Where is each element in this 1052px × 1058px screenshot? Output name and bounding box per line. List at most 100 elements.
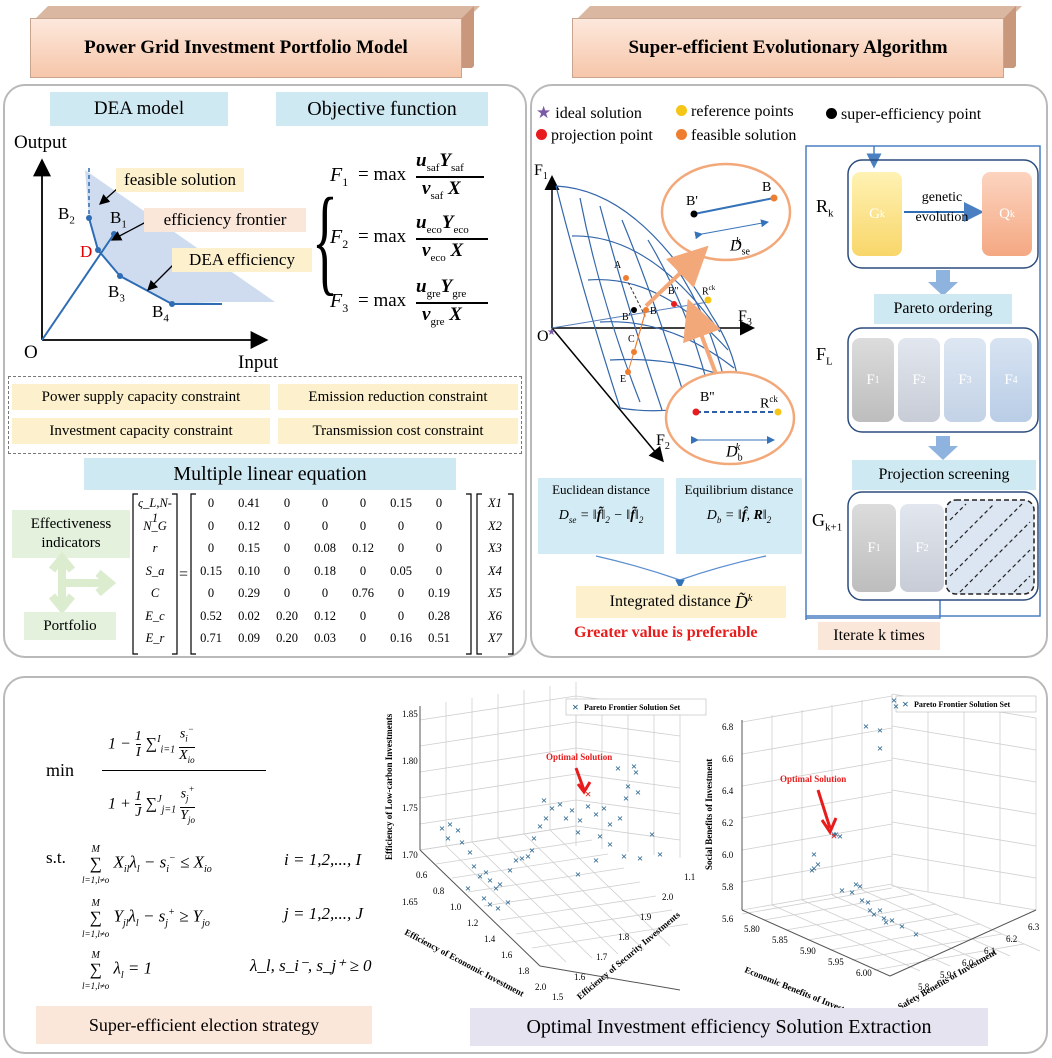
constraint-emission: Emission reduction constraint: [278, 384, 518, 410]
grid-line: [451, 853, 609, 879]
scatter-point: ×: [563, 813, 569, 825]
y-tick-label: 6.2: [1006, 934, 1017, 944]
scatter-point: ×: [487, 899, 493, 911]
gk1-box: [847, 491, 1039, 601]
y-tick-label: 1.5: [552, 992, 564, 1002]
z-tick-label: 6.6: [722, 754, 734, 764]
y-tick-label: 6.1: [984, 946, 995, 956]
dea-point-b4: B4: [152, 302, 169, 325]
matrix-cell: 0.05: [390, 563, 412, 578]
grid-line: [831, 894, 981, 962]
z-tick-label: 5.6: [722, 914, 734, 924]
optimal-point: ×: [585, 787, 592, 801]
dea-feasible-label: feasible solution: [116, 168, 244, 192]
scatter-point: ×: [495, 903, 501, 915]
scatter-point: ×: [837, 831, 843, 843]
scatter-point: ×: [859, 895, 865, 907]
zoom1-d: Dsek: [730, 236, 750, 258]
z-tick-label: 6.4: [722, 786, 734, 796]
algo-origin: O: [537, 328, 549, 345]
algo-point-bp: B': [622, 312, 631, 323]
scatter-point: ×: [809, 865, 815, 877]
equil-box: Equilibrium distance Db = ‖f̂, R‖2: [676, 478, 802, 554]
election-label: Super-efficient election strategy: [36, 1006, 372, 1044]
matrix-cell: 0.71: [200, 631, 222, 645]
dea-point-b1: B1: [110, 208, 127, 231]
grid-line: [741, 695, 893, 723]
x-tick-label: 0.6: [416, 870, 428, 880]
algo-f2-label: F2: [656, 432, 670, 453]
matrix-row-label: r: [152, 541, 158, 555]
scatter-point: ×: [871, 909, 877, 921]
y-axis-label: Safety Benefits of Investment: [896, 947, 998, 1012]
algo-point-e: E: [620, 374, 627, 385]
y-tick-label: 1.9: [640, 912, 652, 922]
matrix-cell: 0: [435, 496, 443, 510]
grid-line: [891, 725, 1037, 751]
optimal-arrow: [816, 789, 838, 836]
euclid-label: Euclidean distance: [552, 482, 650, 497]
header-left-title: Power Grid Investment Portfolio Model: [84, 37, 408, 58]
scatter-point: ×: [637, 853, 643, 865]
grid-line: [419, 773, 577, 799]
scatter-point: ×: [477, 871, 483, 883]
matrix-cell: 0.12: [238, 518, 260, 533]
z-tick-label: 6.8: [722, 722, 734, 732]
scatter-point: ×: [883, 917, 889, 929]
scatter-point: ×: [625, 781, 631, 793]
scatter-point: ×: [525, 851, 531, 863]
constraint-transmission: Transmission cost constraint: [278, 418, 518, 444]
matrix-cell: 0: [207, 496, 215, 510]
matrix-row-label: C: [150, 586, 160, 600]
matrix-row-label: N_G: [143, 518, 167, 533]
y-tick-label: 1.8: [618, 932, 630, 942]
scatter-point: ×: [459, 837, 465, 849]
grid-line: [891, 789, 1037, 815]
grid-line: [741, 883, 893, 911]
legend-label: Pareto Frontier Solution Set: [584, 703, 681, 712]
scatter-point: ×: [881, 913, 887, 925]
scatter-point: ×: [867, 905, 873, 917]
matrix-cell: 0.12: [352, 541, 374, 555]
matrix-cell: 0: [283, 563, 291, 578]
z-tick-label: 1.70: [402, 850, 418, 860]
matrix-cell: 0: [321, 518, 329, 533]
euclid-box: Euclidean distance Dse = ‖f̃‖2 − ‖f̃‖2: [538, 478, 664, 554]
scatter-point: ×: [447, 819, 453, 831]
scatter-point: ×: [891, 695, 897, 707]
extraction-label: Optimal Investment efficiency Solution E…: [470, 1008, 988, 1046]
matrix-var: X5: [488, 586, 502, 600]
objective-f1: F1 = max usafYsaf vsaf X: [330, 150, 520, 210]
election-c3-rhs: λ_l, s_i⁻, s_j⁺ ≥ 0: [250, 956, 372, 975]
z-tick-label: 1.80: [402, 756, 418, 766]
matrix-cell: 0.15: [390, 496, 412, 510]
grid-line: [829, 923, 981, 951]
grid-line: [785, 903, 937, 931]
scatter-point: ×: [531, 833, 537, 845]
matrix-cell: 0.41: [238, 496, 260, 510]
equil-label: Equilibrium distance: [684, 482, 794, 497]
scatter-point: ×: [543, 813, 549, 825]
algo-f3-label: F3: [738, 308, 752, 329]
grid-line: [741, 823, 893, 851]
scatter-point: ×: [497, 879, 503, 891]
x-tick-label: 1.0: [450, 902, 462, 912]
matrix-cell: 0.12: [314, 608, 336, 623]
legend-projection: projection point: [536, 127, 653, 145]
zoom2-bpp: B'': [700, 390, 715, 405]
grid-line: [419, 721, 577, 747]
grid-line: [471, 841, 593, 959]
matrix-cell: 0: [359, 608, 367, 623]
euclid-formula: Dse = ‖f̃‖2 − ‖f̃‖2: [558, 508, 644, 525]
grid-line: [741, 855, 893, 883]
x-tick-label: 5.85: [772, 935, 788, 945]
grid-line: [807, 913, 959, 941]
matrix-cell: 0.02: [238, 608, 260, 623]
scatter-point: ×: [455, 825, 461, 837]
